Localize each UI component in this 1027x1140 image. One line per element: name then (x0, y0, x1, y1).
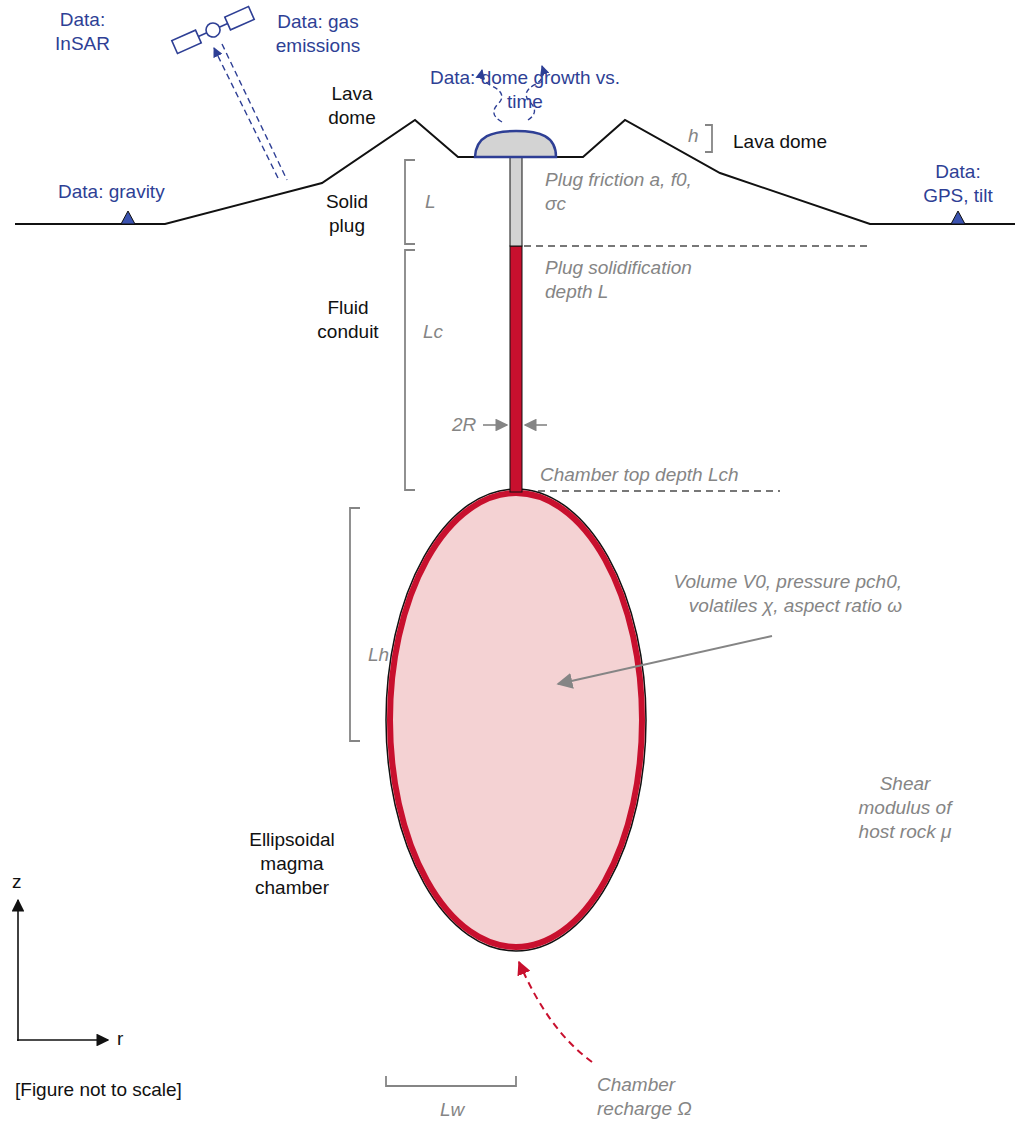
dimension-label: h (688, 124, 699, 148)
parameter-note: Shear modulus of host rock μ (842, 772, 968, 843)
parameter-note: Chamber recharge Ω (597, 1073, 709, 1121)
axis-label: r (117, 1027, 123, 1051)
part-name: Lava dome (322, 82, 382, 130)
z-axis (17, 900, 19, 1041)
magma-chamber (386, 489, 646, 951)
chamber-wall (390, 493, 642, 947)
width-arrow (483, 424, 507, 426)
leader-line (558, 636, 772, 684)
dimension-label: Lh (368, 643, 389, 667)
solid-plug (510, 150, 522, 246)
parameter-note: Volume V0, pressure pch0, volatiles χ, a… (640, 570, 902, 618)
satellite-icon (172, 7, 254, 54)
chamber-top-line (526, 490, 780, 492)
r-axis (17, 1039, 108, 1041)
solidification-depth-line (524, 245, 870, 247)
width-arrow (525, 424, 547, 426)
data-label: Data: gravity (58, 180, 165, 204)
data-label: Data: InSAR (45, 8, 120, 56)
axis-label: z (12, 870, 22, 894)
lw-bracket (386, 1076, 516, 1086)
lava-dome (475, 131, 556, 157)
insar-beam (222, 44, 287, 180)
recharge-arrow (519, 962, 592, 1062)
data-label: Data: gas emissions (253, 10, 383, 58)
note-text: [Figure not to scale] (15, 1078, 182, 1102)
part-name: Fluid conduit (312, 296, 384, 344)
gravity-station (121, 211, 135, 224)
part-name: Lava dome (733, 130, 827, 154)
fluid-conduit (510, 246, 522, 492)
h-bracket (705, 125, 712, 152)
parameter-note: Chamber top depth Lch (540, 463, 739, 487)
parameter-note: Plug solidification depth L (545, 256, 735, 304)
data-label: Data: dome growth vs. time (420, 66, 630, 114)
dome-outline (475, 157, 556, 158)
dimension-label: 2R (452, 413, 476, 437)
dimension-label: L (425, 190, 436, 214)
dimension-label: Lc (423, 320, 443, 344)
parameter-note: Plug friction a, f0, σc (545, 168, 710, 216)
part-name: Solid plug (318, 190, 376, 238)
data-label: Data: GPS, tilt (914, 160, 1002, 208)
dimension-label: Lw (440, 1098, 464, 1122)
lh-bracket (350, 508, 360, 741)
conduit-bracket (405, 250, 415, 490)
part-name: Ellipsoidal magma chamber (236, 828, 348, 899)
plug-bracket (405, 160, 415, 244)
insar-return (214, 48, 278, 178)
gps-station (951, 211, 965, 224)
